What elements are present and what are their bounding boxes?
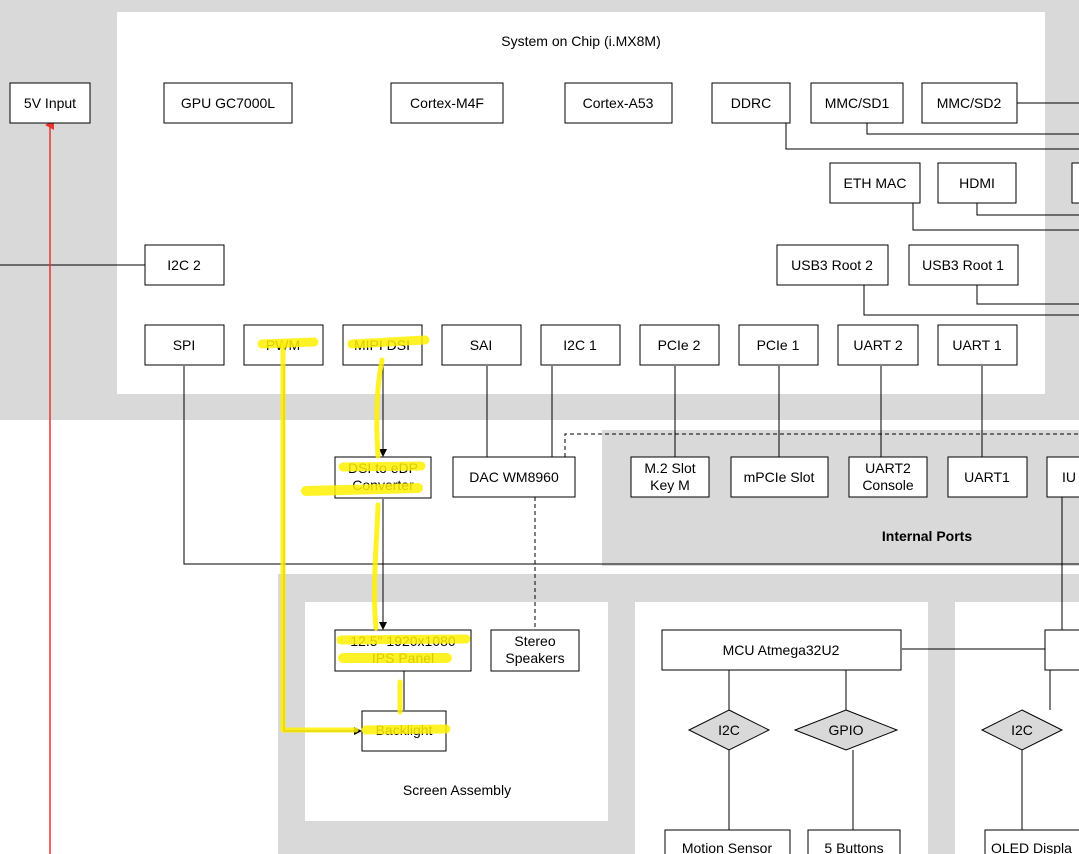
partial-right-block <box>1044 629 1079 671</box>
partial-block-edge <box>1071 162 1079 204</box>
uart2-console-line2: Console <box>862 477 914 493</box>
cortex-m4f-block: Cortex-M4F <box>410 95 484 111</box>
m2-slot-line2: Key M <box>650 477 690 493</box>
mcu-blocks: MCU Atmega32U2 I2C GPIO Motion Sensor 5 … <box>661 629 902 854</box>
spi-block: SPI <box>173 337 196 353</box>
uart1-block: UART 1 <box>952 337 1001 353</box>
hdmi-block: HDMI <box>959 175 995 191</box>
usb3-root2-block: USB3 Root 2 <box>791 257 873 273</box>
right-i2c-bus: I2C <box>1011 722 1033 738</box>
motion-sensor-block: Motion Sensor <box>682 840 773 854</box>
ddrc-block: DDRC <box>731 95 771 111</box>
i2c2-block: I2C 2 <box>167 257 201 273</box>
internal-ports-title: Internal Ports <box>882 528 972 544</box>
speakers-line1: Stereo <box>514 633 555 649</box>
partial-port-block: IU <box>1062 469 1076 485</box>
speakers-line2: Speakers <box>505 650 564 666</box>
screen-assembly-title: Screen Assembly <box>403 782 511 798</box>
internal-ports-region <box>602 430 1079 566</box>
sai-block: SAI <box>470 337 493 353</box>
buttons-block: 5 Buttons <box>824 840 883 854</box>
gpu-block: GPU GC7000L <box>181 95 275 111</box>
i2c1-block: I2C 1 <box>563 337 597 353</box>
highlighter-annotations <box>257 335 471 735</box>
mmc-sd1-block: MMC/SD1 <box>825 95 890 111</box>
uart1-port-block: UART1 <box>964 469 1010 485</box>
soc-blocks: 5V Input GPU GC7000L Cortex-M4F Cortex-A… <box>9 82 1079 366</box>
mcu-block: MCU Atmega32U2 <box>723 642 840 658</box>
mmc-sd2-block: MMC/SD2 <box>937 95 1002 111</box>
mcu-gpio-bus: GPIO <box>828 722 863 738</box>
cortex-a53-block: Cortex-A53 <box>583 95 654 111</box>
pcie2-block: PCIe 2 <box>658 337 701 353</box>
mcu-i2c-bus: I2C <box>718 722 740 738</box>
oled-display-block: OLED Displa <box>991 840 1072 854</box>
uart2-block: UART 2 <box>853 337 902 353</box>
eth-mac-block: ETH MAC <box>844 175 907 191</box>
right-blocks: I2C OLED Displa <box>980 629 1079 854</box>
uart2-console-line1: UART2 <box>865 460 911 476</box>
m2-slot-line1: M.2 Slot <box>644 460 695 476</box>
soc-title: System on Chip (i.MX8M) <box>501 33 660 49</box>
power-input: 5V Input <box>24 95 76 111</box>
peripheral-blocks: DSI to eDP Converter DAC WM8960 M.2 Slot… <box>334 456 1079 499</box>
dac-block: DAC WM8960 <box>469 469 559 485</box>
usb3-root1-block: USB3 Root 1 <box>922 257 1004 273</box>
mpcie-slot-block: mPCIe Slot <box>744 469 815 485</box>
pcie1-block: PCIe 1 <box>757 337 800 353</box>
